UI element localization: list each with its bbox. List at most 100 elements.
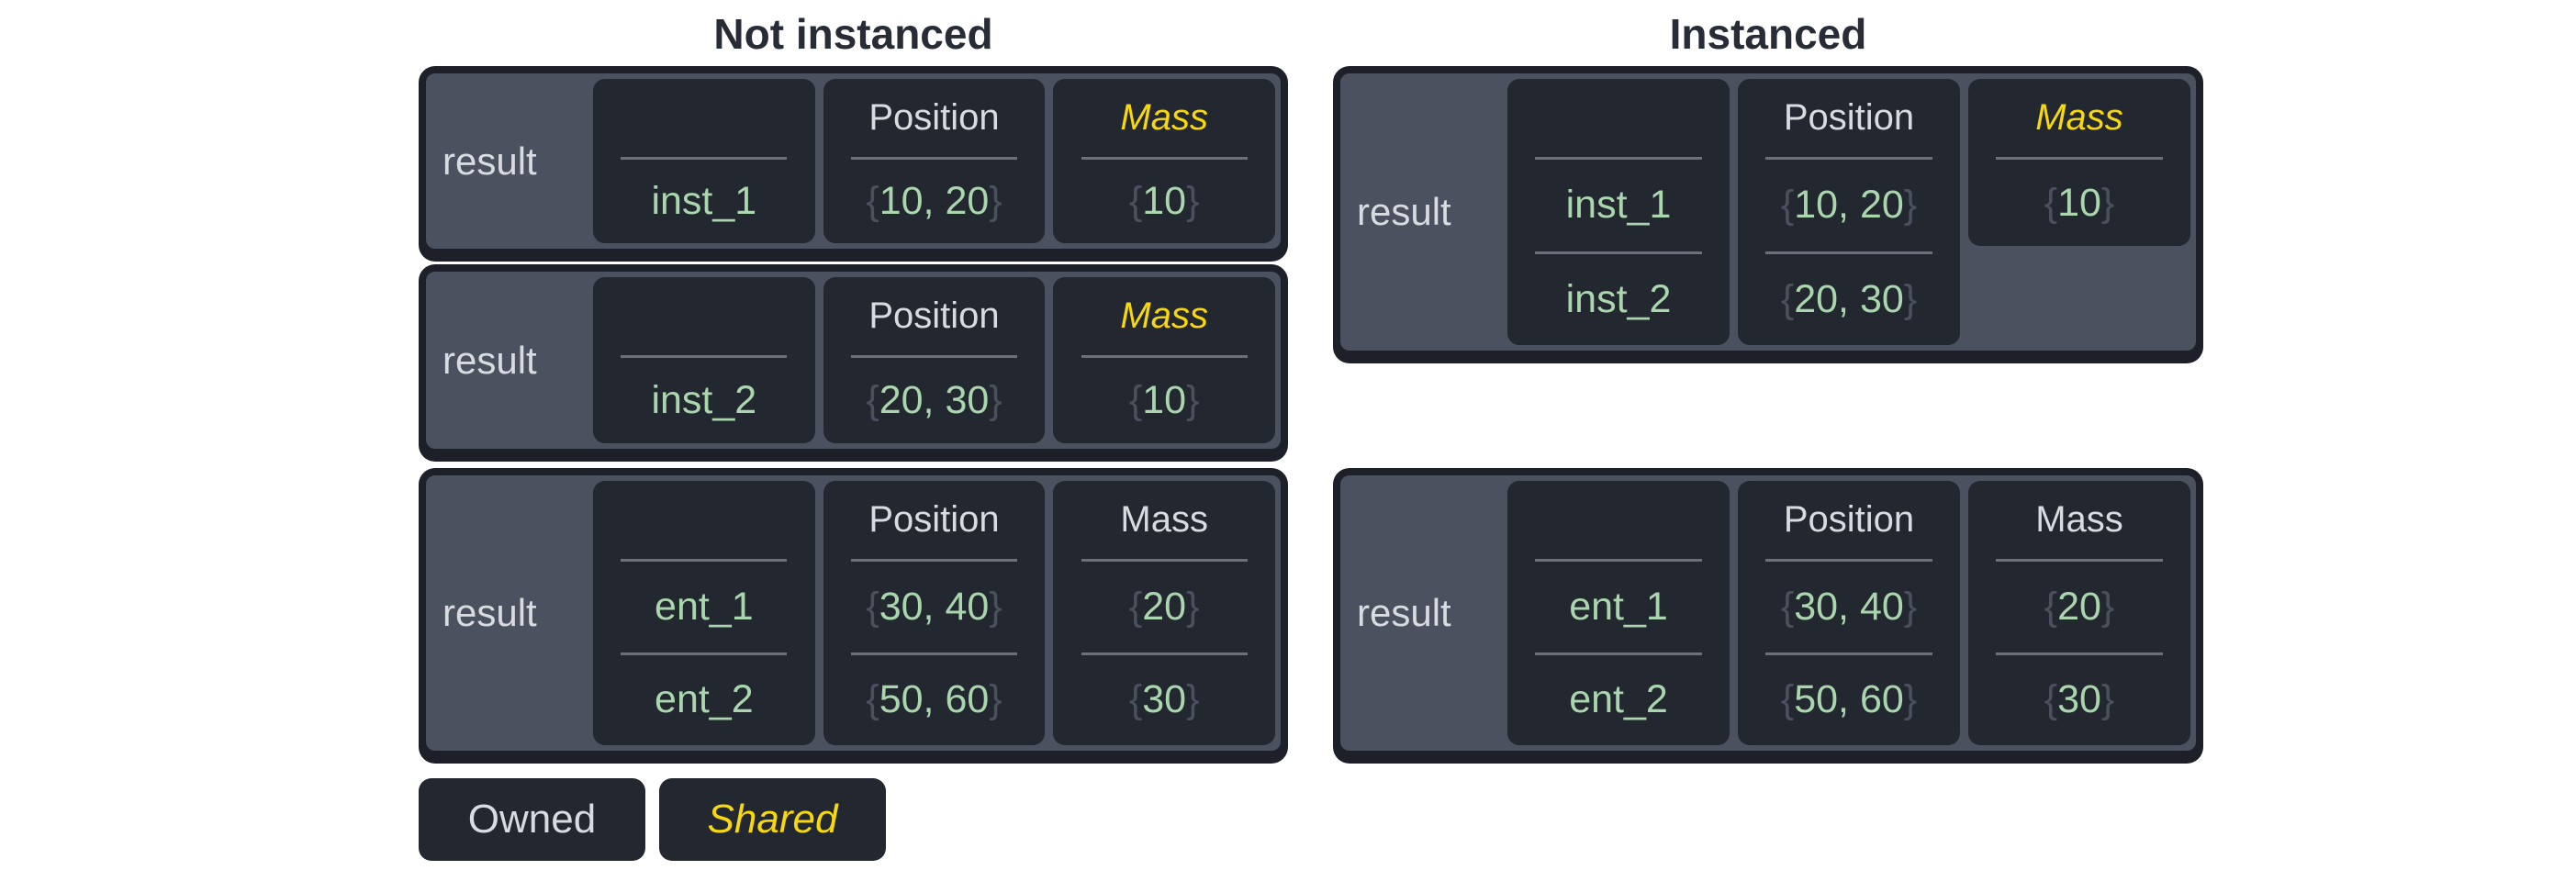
open-brace: { — [1128, 677, 1143, 722]
column-header: Position — [868, 499, 1000, 540]
value-text: 30, 40 — [1794, 584, 1904, 629]
cell-value: {20} — [1053, 562, 1275, 652]
row-divider — [1081, 559, 1248, 562]
column-entity-names: inst_1 — [593, 79, 815, 243]
cell-value: {30} — [1968, 655, 2190, 746]
column-entity-names: ent_1 ent_2 — [593, 481, 815, 745]
cell-value: inst_1 — [1507, 160, 1730, 251]
close-brace: } — [1186, 677, 1200, 722]
row-divider — [1996, 652, 2163, 655]
row-divider — [621, 652, 788, 655]
value-text: 10 — [1142, 378, 1187, 422]
cell-value: {10, 20} — [823, 160, 1046, 243]
row-divider — [850, 559, 1018, 562]
open-brace: { — [1128, 378, 1143, 422]
open-brace: { — [1780, 183, 1795, 228]
entity-name: ent_2 — [655, 677, 754, 722]
row-divider — [1535, 652, 1702, 655]
open-brace: { — [866, 179, 879, 223]
cell-value: ent_2 — [593, 655, 815, 746]
cell-value: {30} — [1053, 655, 1275, 746]
entity-name: inst_2 — [651, 378, 757, 422]
legend: Owned Shared — [419, 778, 886, 861]
open-brace: { — [866, 378, 879, 422]
cell-value: inst_2 — [1507, 254, 1730, 346]
column-header-shared: Mass — [2035, 97, 2123, 138]
column-header-shared: Mass — [1120, 296, 1208, 336]
cell-value: ent_1 — [1507, 562, 1730, 652]
open-brace: { — [1128, 179, 1143, 223]
close-brace: } — [989, 677, 1002, 722]
close-brace: } — [2100, 180, 2115, 225]
column-header: Position — [1783, 97, 1915, 138]
open-brace: { — [2044, 584, 2058, 629]
close-brace: } — [2100, 677, 2115, 722]
value-text: 10 — [2057, 180, 2101, 225]
legend-item-owned: Owned — [419, 778, 645, 861]
column-mass: Mass {10} — [1053, 277, 1276, 443]
column-mass: Mass{20}{30} — [1968, 481, 2190, 745]
row-divider — [1765, 157, 1932, 160]
row-divider — [1535, 559, 1702, 562]
result-label: result — [1357, 591, 1451, 634]
entity-name: inst_1 — [651, 179, 757, 223]
row-divider — [621, 559, 788, 562]
cell-value: {20, 30} — [823, 358, 1046, 443]
value-text: 30 — [2057, 677, 2101, 722]
column-header: Mass — [1120, 499, 1208, 540]
column-mass: Mass{20}{30} — [1053, 481, 1276, 746]
column-header — [1507, 79, 1730, 157]
cell-value: {30, 40} — [1738, 562, 1960, 652]
value-text: 50, 60 — [1794, 677, 1904, 722]
column-header-shared: Mass — [1120, 97, 1208, 138]
column-mass: Mass{10} — [1053, 79, 1276, 243]
close-brace: } — [1186, 378, 1200, 422]
open-brace: { — [1780, 276, 1795, 321]
close-brace: } — [989, 378, 1002, 422]
row-divider — [1765, 559, 1932, 562]
row-divider — [1535, 157, 1702, 160]
column-position: Position{20, 30} — [823, 277, 1046, 443]
column-entity-names: inst_2 — [593, 277, 815, 443]
entity-name: inst_1 — [1565, 183, 1672, 228]
entity-name: inst_2 — [1565, 276, 1672, 321]
cell-value: {10} — [1968, 160, 2190, 246]
value-text: 20, 30 — [1794, 276, 1904, 321]
value-text: 10, 20 — [879, 179, 990, 223]
value-text: 10, 20 — [1794, 183, 1904, 228]
row-divider — [1765, 251, 1932, 254]
open-brace: { — [2044, 677, 2058, 722]
open-brace: { — [1780, 584, 1795, 629]
cell-value: inst_2 — [593, 358, 815, 443]
column-title-not-instanced: Not instanced — [713, 10, 993, 58]
row-divider — [1996, 559, 2163, 562]
result-label: result — [442, 139, 537, 183]
cell-value: ent_1 — [593, 562, 815, 652]
column-header — [1507, 481, 1730, 559]
row-divider — [850, 355, 1018, 358]
cell-value: {50, 60} — [823, 655, 1046, 746]
close-brace: } — [1903, 276, 1918, 321]
column-header — [593, 277, 815, 355]
entity-name: ent_1 — [655, 584, 754, 629]
row-divider — [1081, 652, 1248, 655]
value-text: 50, 60 — [879, 677, 990, 722]
close-brace: } — [989, 584, 1002, 629]
value-text: 30 — [1142, 677, 1187, 722]
column-header — [593, 481, 815, 559]
cell-value: {20, 30} — [1738, 254, 1960, 346]
close-brace: } — [1186, 179, 1200, 223]
value-text: 20 — [2057, 584, 2101, 629]
close-brace: } — [1903, 677, 1918, 722]
open-brace: { — [866, 584, 879, 629]
row-divider — [1081, 355, 1248, 358]
row-divider — [621, 157, 788, 160]
column-position: Position{10, 20} — [823, 79, 1046, 243]
value-text: 20, 30 — [879, 378, 990, 422]
row-divider — [850, 652, 1018, 655]
